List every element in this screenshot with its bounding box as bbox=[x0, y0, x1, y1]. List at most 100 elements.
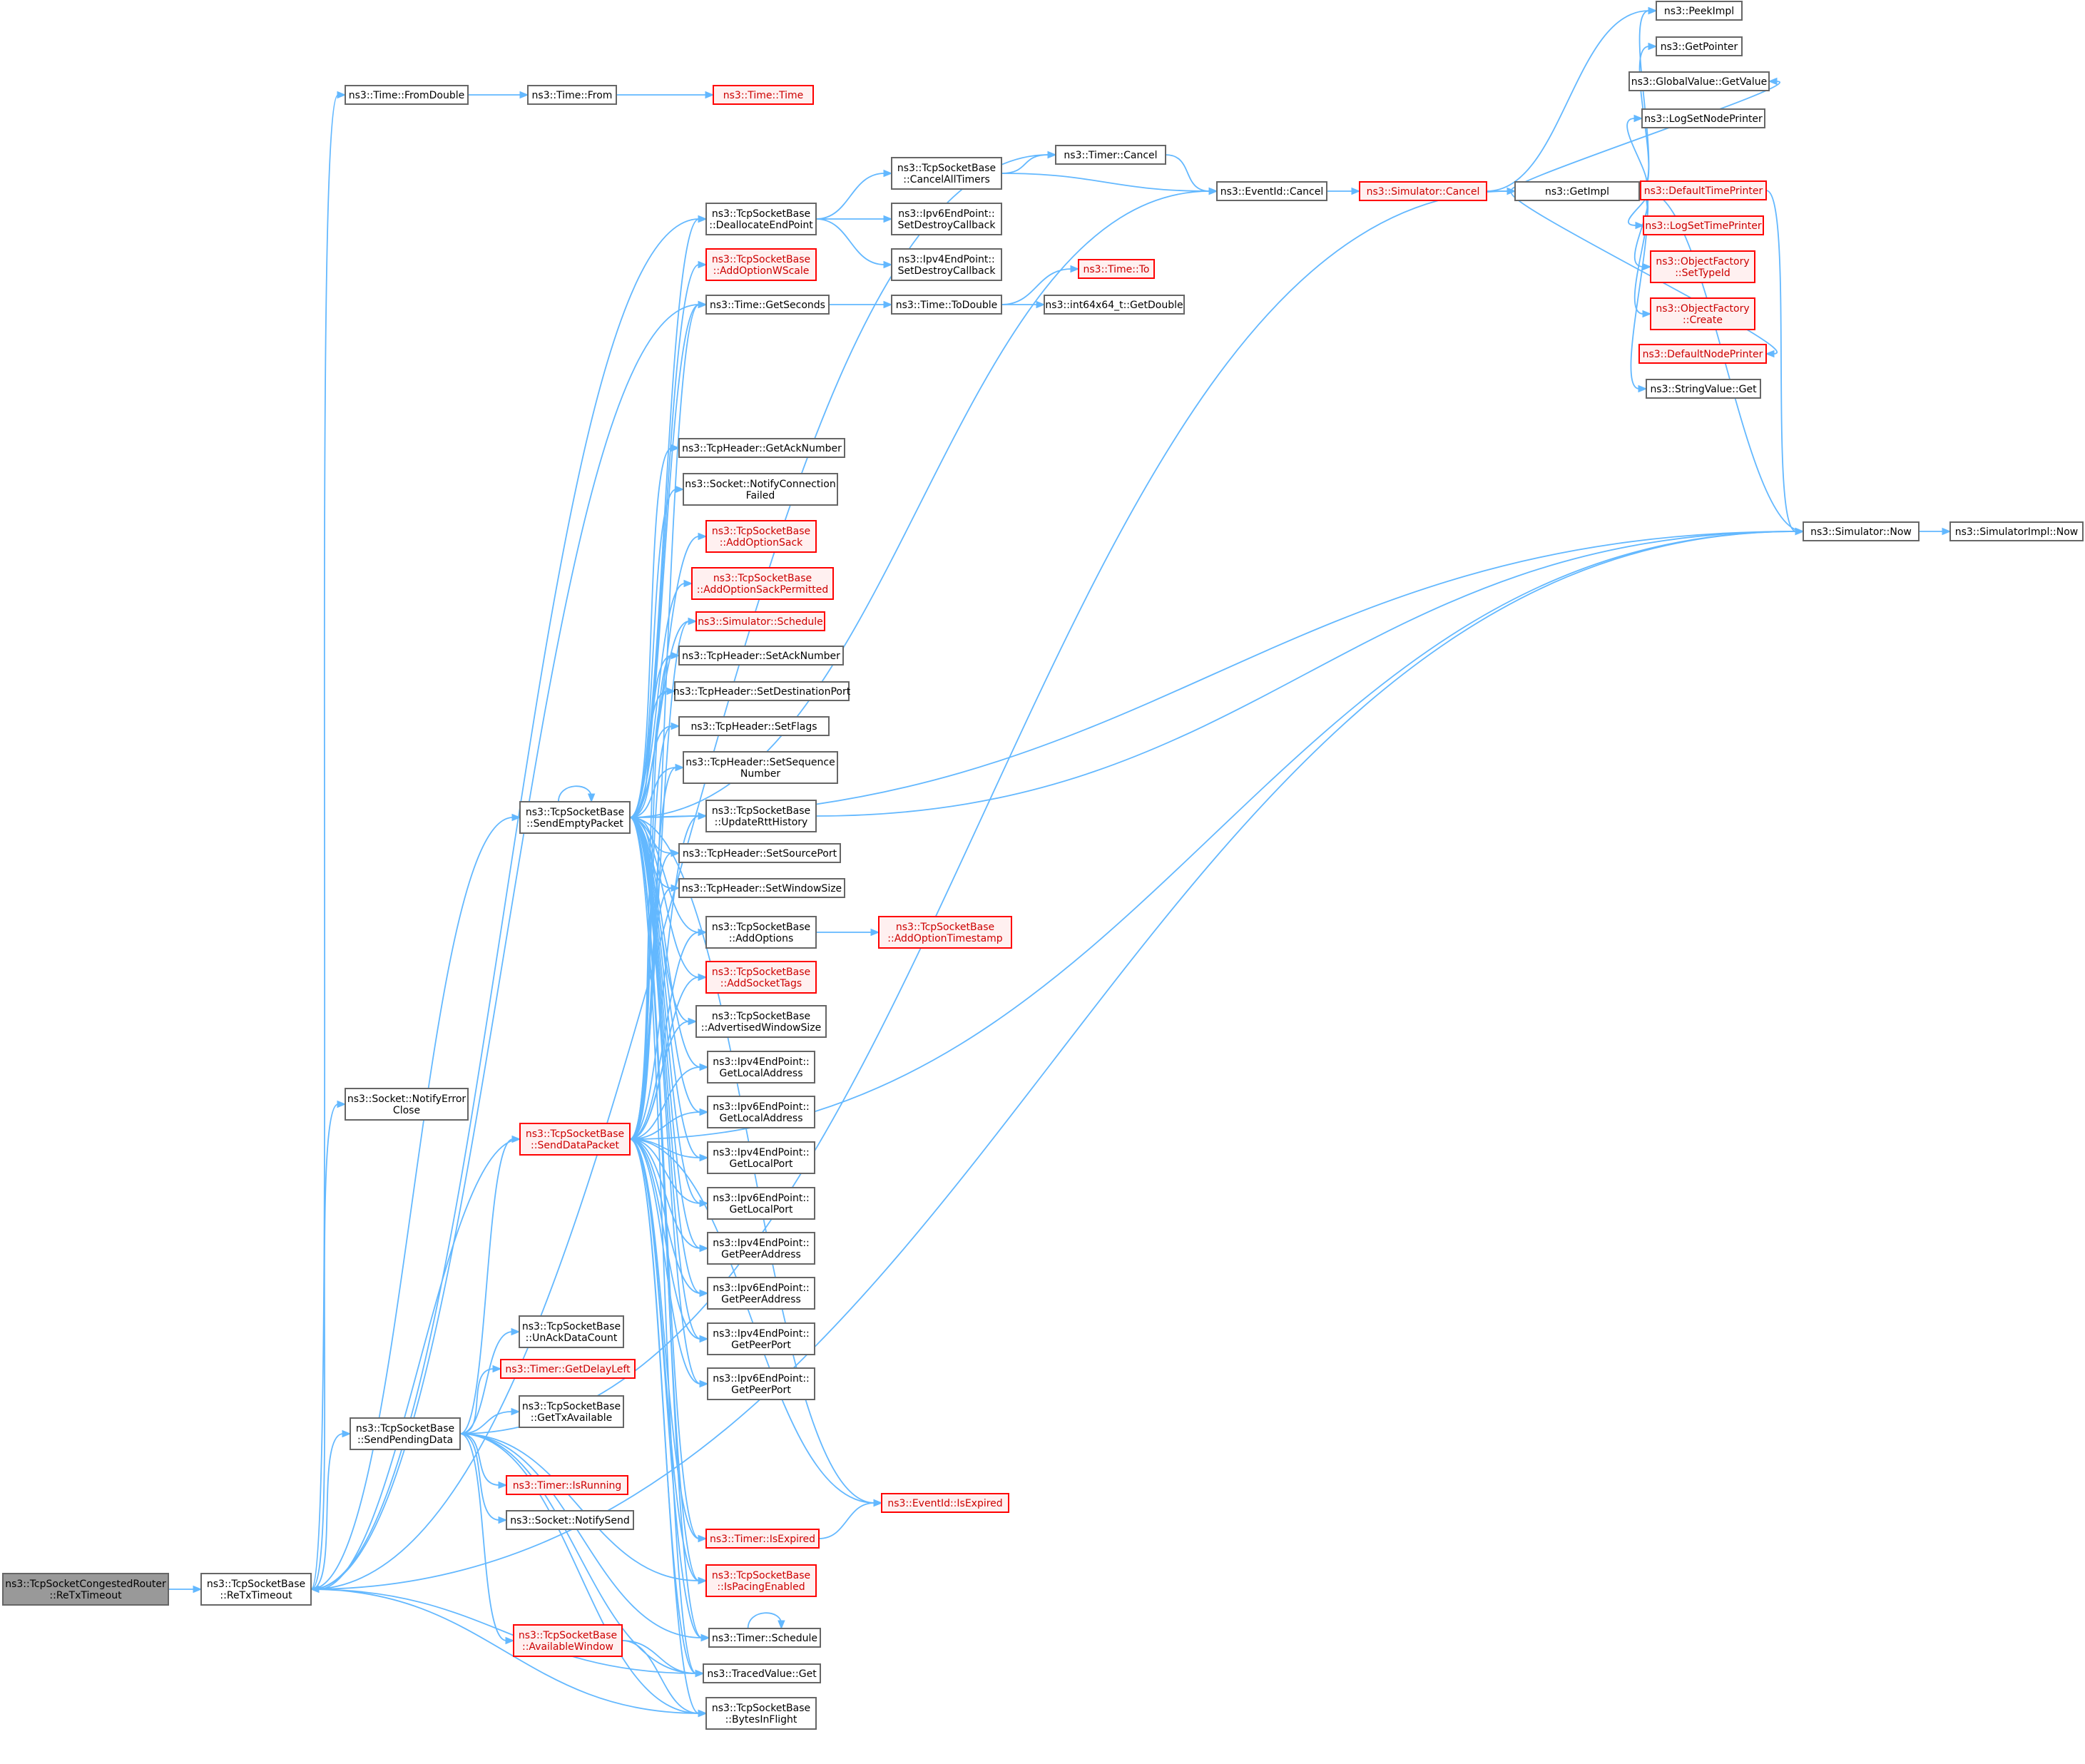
function-node[interactable]: ns3::TcpSocketBase::AddOptionWScale bbox=[705, 248, 817, 281]
function-node[interactable]: ns3::Ipv6EndPoint::GetPeerAddress bbox=[707, 1277, 815, 1310]
call-edge bbox=[310, 300, 708, 1590]
function-node[interactable]: ns3::Ipv4EndPoint::GetLocalPort bbox=[707, 1141, 815, 1174]
function-node[interactable]: ns3::PeekImpl bbox=[1656, 1, 1743, 21]
call-edge bbox=[310, 91, 347, 1590]
function-node[interactable]: ns3::Time::To bbox=[1078, 259, 1155, 279]
call-edge bbox=[459, 1433, 508, 1489]
node-label: ns3::Time::GetSeconds bbox=[710, 300, 825, 311]
function-node[interactable]: ns3::int64x64_t::GetDouble bbox=[1044, 295, 1185, 315]
function-node[interactable]: ns3::TcpSocketBase::IsPacingEnabled bbox=[705, 1564, 817, 1597]
function-node[interactable]: ns3::LogSetNodePrinter bbox=[1641, 108, 1765, 128]
function-node[interactable]: ns3::Socket::NotifySend bbox=[506, 1510, 634, 1530]
function-node[interactable]: ns3::Timer::GetDelayLeft bbox=[500, 1359, 636, 1379]
function-node[interactable]: ns3::TcpSocketBase::DeallocateEndPoint bbox=[705, 203, 817, 235]
node-label: ns3::Ipv6EndPoint:: bbox=[713, 1193, 810, 1204]
function-node[interactable]: ns3::Simulator::Cancel bbox=[1359, 181, 1487, 201]
node-label: ns3::Ipv4EndPoint:: bbox=[713, 1056, 810, 1068]
function-node[interactable]: ns3::TcpSocketBase::BytesInFlight bbox=[705, 1697, 817, 1730]
function-node[interactable]: ns3::Ipv4EndPoint::SetDestroyCallback bbox=[891, 248, 1002, 281]
node-box bbox=[891, 295, 1002, 315]
function-node[interactable]: ns3::Time::From bbox=[527, 85, 617, 105]
function-node[interactable]: ns3::DefaultNodePrinter bbox=[1638, 344, 1767, 364]
node-box bbox=[707, 1322, 815, 1355]
function-node[interactable]: ns3::TcpSocketBase::AddSocketTags bbox=[705, 961, 817, 994]
node-box bbox=[891, 157, 1002, 190]
node-box bbox=[1949, 521, 2084, 541]
function-node[interactable]: ns3::TcpSocketBase::AdvertisedWindowSize bbox=[695, 1005, 827, 1038]
function-node[interactable]: ns3::Time::GetSeconds bbox=[705, 295, 830, 315]
function-node[interactable]: ns3::TcpSocketBase::UpdateRttHistory bbox=[705, 800, 817, 832]
function-node[interactable]: ns3::ObjectFactory::Create bbox=[1650, 297, 1755, 330]
function-node[interactable]: ns3::Ipv4EndPoint::GetLocalAddress bbox=[707, 1051, 815, 1084]
function-node[interactable]: ns3::TcpHeader::GetAckNumber bbox=[678, 438, 845, 458]
function-node[interactable]: ns3::TcpHeader::SetAckNumber bbox=[678, 646, 844, 666]
function-node[interactable]: ns3::StringValue::Get bbox=[1646, 379, 1761, 399]
function-node[interactable]: ns3::ObjectFactory::SetTypeId bbox=[1650, 250, 1755, 283]
function-node[interactable]: ns3::TcpSocketBase::GetTxAvailable bbox=[519, 1395, 624, 1428]
function-node[interactable]: ns3::Ipv4EndPoint::GetPeerAddress bbox=[707, 1232, 815, 1265]
node-label: ns3::TcpHeader::SetWindowSize bbox=[682, 883, 842, 894]
function-node[interactable]: ns3::TcpHeader::SetFlags bbox=[678, 716, 830, 736]
function-node[interactable]: ns3::EventId::IsExpired bbox=[881, 1493, 1009, 1513]
function-node[interactable]: ns3::Timer::Schedule bbox=[708, 1628, 821, 1648]
function-node[interactable]: ns3::TcpSocketBase::AvailableWindow bbox=[513, 1624, 623, 1657]
function-node[interactable]: ns3::Ipv6EndPoint::GetLocalAddress bbox=[707, 1096, 815, 1128]
function-node[interactable]: ns3::Ipv4EndPoint::GetPeerPort bbox=[707, 1322, 815, 1355]
function-node[interactable]: ns3::Ipv6EndPoint::GetLocalPort bbox=[707, 1187, 815, 1220]
function-node[interactable]: ns3::EventId::Cancel bbox=[1216, 181, 1327, 201]
function-node[interactable]: ns3::TcpSocketBase::SendPendingData bbox=[350, 1417, 461, 1450]
function-node[interactable]: ns3::TcpSocketBase::AddOptions bbox=[705, 916, 817, 949]
node-label: ns3::TcpSocketBase bbox=[712, 1703, 810, 1714]
function-node[interactable]: ns3::DefaultTimePrinter bbox=[1640, 180, 1767, 200]
node-label: Failed bbox=[746, 490, 775, 501]
function-node[interactable]: ns3::TcpHeader::SetSourcePort bbox=[678, 843, 841, 863]
node-label: ns3::TcpSocketBase bbox=[712, 1570, 810, 1581]
function-node[interactable]: ns3::GetPointer bbox=[1656, 36, 1743, 56]
function-node[interactable]: ns3::TcpHeader::SetDestinationPort bbox=[673, 681, 851, 701]
node-box bbox=[705, 961, 817, 994]
function-node[interactable]: ns3::GlobalValue::GetValue bbox=[1628, 71, 1770, 91]
function-node[interactable]: ns3::GetImpl bbox=[1514, 181, 1640, 201]
function-node[interactable]: ns3::TracedValue::Get bbox=[703, 1663, 821, 1683]
node-box bbox=[691, 567, 834, 600]
function-node[interactable]: ns3::Time::ToDouble bbox=[891, 295, 1002, 315]
function-node[interactable]: ns3::TcpSocketBase::AddOptionTimestamp bbox=[878, 916, 1012, 949]
call-edge bbox=[629, 928, 708, 1140]
function-node[interactable]: ns3::TcpSocketBase::AddOptionSackPermitt… bbox=[691, 567, 834, 600]
function-node[interactable]: ns3::TcpSocketBase::SendEmptyPacket bbox=[519, 801, 631, 834]
call-edge bbox=[310, 1429, 352, 1590]
function-node[interactable]: ns3::TcpHeader::SetWindowSize bbox=[678, 878, 845, 898]
call-edge bbox=[616, 91, 715, 99]
function-node[interactable]: ns3::Ipv6EndPoint::GetPeerPort bbox=[707, 1367, 815, 1400]
function-node[interactable]: ns3::Time::Time bbox=[713, 85, 814, 105]
function-node[interactable]: ns3::TcpSocketBase::ReTxTimeout bbox=[200, 1573, 312, 1606]
function-node[interactable]: ns3::TcpSocketBase::CancelAllTimers bbox=[891, 157, 1002, 190]
call-edge bbox=[629, 817, 710, 1642]
function-node[interactable]: ns3::SimulatorImpl::Now bbox=[1949, 521, 2084, 541]
function-node[interactable]: ns3::Time::FromDouble bbox=[345, 85, 469, 105]
function-node[interactable]: ns3::Timer::IsExpired bbox=[705, 1529, 820, 1549]
node-label: ns3::StringValue::Get bbox=[1650, 384, 1757, 395]
function-node[interactable]: ns3::TcpSocketBase::SendDataPacket bbox=[519, 1123, 631, 1156]
node-label: ns3::Socket::NotifyConnection bbox=[685, 479, 835, 490]
function-node[interactable]: ns3::LogSetTimePrinter bbox=[1643, 215, 1764, 235]
function-node[interactable]: ns3::Simulator::Schedule bbox=[695, 611, 825, 631]
function-node[interactable]: ns3::TcpSocketBase::AddOptionSack bbox=[705, 520, 817, 553]
node-box bbox=[707, 1277, 815, 1310]
node-label: ns3::TcpSocketBase bbox=[356, 1423, 454, 1434]
node-box bbox=[705, 1564, 817, 1597]
node-box bbox=[891, 248, 1002, 281]
function-node[interactable]: ns3::Simulator::Now bbox=[1803, 521, 1920, 541]
function-node[interactable]: ns3::TcpSocketCongestedRouter::ReTxTimeo… bbox=[2, 1573, 169, 1606]
function-node[interactable]: ns3::Ipv6EndPoint::SetDestroyCallback bbox=[891, 203, 1002, 235]
node-label: ns3::TcpSocketBase bbox=[526, 807, 624, 818]
node-box bbox=[519, 1315, 624, 1348]
node-label: GetPeerAddress bbox=[721, 1294, 801, 1305]
function-node[interactable]: ns3::Timer::Cancel bbox=[1055, 145, 1166, 165]
function-node[interactable]: ns3::Timer::IsRunning bbox=[506, 1475, 628, 1495]
function-node[interactable]: ns3::TcpSocketBase::UnAckDataCount bbox=[519, 1315, 624, 1348]
node-label: ns3::TcpHeader::SetDestinationPort bbox=[673, 686, 851, 698]
